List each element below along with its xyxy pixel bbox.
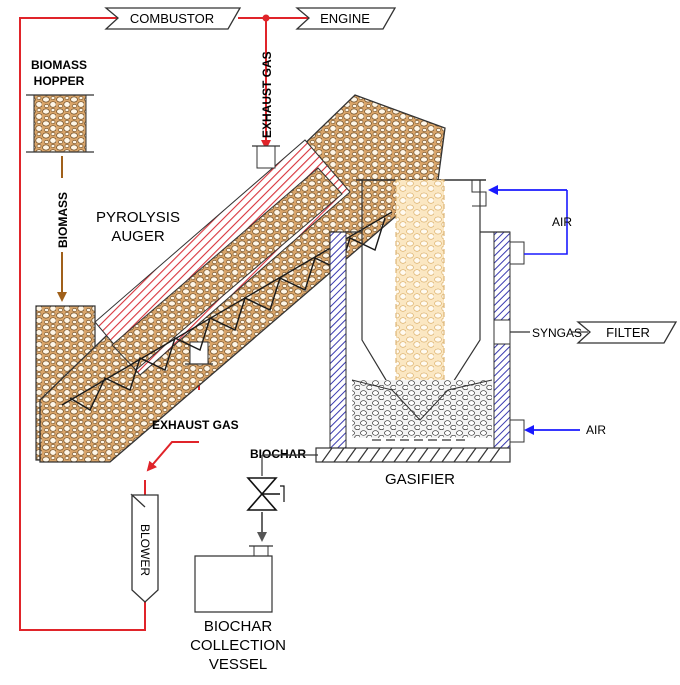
biomass-label: BIOMASS [56,192,70,248]
gasifier-label: GASIFIER [385,471,455,488]
air-top-label: AIR [552,215,572,229]
biomass-hopper: BIOMASS HOPPER [26,58,94,153]
engine-box: ENGINE [295,7,397,30]
biomass-feed-line: BIOMASS [56,156,70,302]
blower-label: BLOWER [138,524,152,576]
blower-box: BLOWER [130,493,159,603]
exhaust-gas-top-label: EXHAUST GAS [260,51,274,138]
filter-label: FILTER [606,325,650,340]
vessel-label-line3: VESSEL [209,656,267,673]
pyrolysis-label-line1: PYROLYSIS [96,209,180,226]
engine-label: ENGINE [320,11,370,26]
air-bottom-label: AIR [586,423,606,437]
vessel-label-line2: COLLECTION [190,637,286,654]
hopper-label-line1: BIOMASS [31,58,87,72]
pyrolysis-label-line2: AUGER [111,228,165,245]
pyrolysis-auger: PYROLYSIS AUGER [35,94,446,463]
gasifier: GASIFIER [315,179,525,488]
combustor-label: COMBUSTOR [130,11,214,26]
air-lines: AIR AIR [488,185,606,437]
hopper-label-line2: HOPPER [34,74,85,88]
syngas-outlet: SYNGAS [510,326,588,340]
biochar-valve[interactable] [246,477,285,511]
filter-box: FILTER [576,321,678,344]
vessel-label-line1: BIOCHAR [204,618,273,635]
combustor-box: COMBUSTOR [104,7,242,30]
syngas-label: SYNGAS [532,326,582,340]
biochar-label: BIOCHAR [250,447,306,461]
biochar-discharge: BIOCHAR BIOCHAR COLLECTION VESSEL [190,447,318,673]
exhaust-gas-bottom-label: EXHAUST GAS [152,418,239,432]
